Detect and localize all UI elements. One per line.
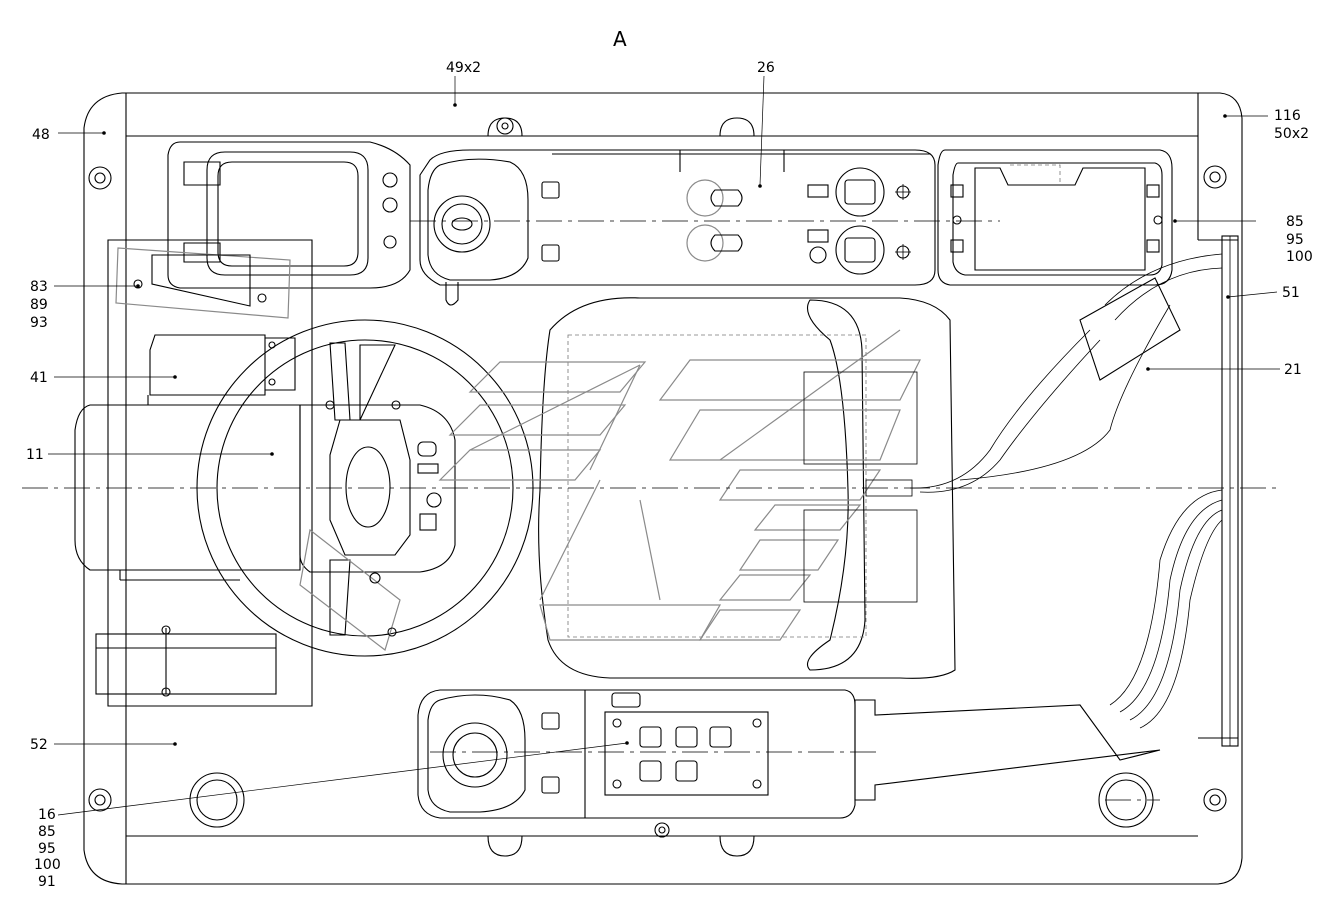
callout-100-right: 100 — [1286, 249, 1313, 265]
callout-labels: 49x2 26 48 116 50x2 85 95 100 51 21 83 8… — [26, 60, 1313, 890]
callout-49x2: 49x2 — [446, 60, 481, 76]
callout-52: 52 — [30, 737, 48, 753]
center-lines — [22, 220, 1280, 801]
seat-area — [438, 297, 956, 679]
steering-wheel — [74, 319, 534, 657]
callout-83: 83 — [30, 279, 48, 295]
view-title: A — [613, 27, 627, 51]
callout-93: 93 — [30, 315, 48, 331]
callout-26: 26 — [757, 60, 775, 76]
callout-116: 116 — [1274, 108, 1301, 124]
left-bracket-plate — [95, 239, 313, 707]
callout-48: 48 — [32, 127, 50, 143]
callout-51: 51 — [1282, 285, 1300, 301]
bottom-console — [417, 689, 856, 819]
callout-41: 41 — [30, 370, 48, 386]
callout-85-bottom: 85 — [38, 824, 56, 840]
callout-50x2: 50x2 — [1274, 126, 1309, 142]
storage-compartment — [937, 149, 1173, 286]
panel-outline — [83, 92, 1243, 885]
callout-100-bottom: 100 — [34, 857, 61, 873]
cable-harness — [854, 235, 1239, 801]
callout-16: 16 — [38, 807, 56, 823]
corner-bolts — [88, 117, 1227, 838]
callout-11: 11 — [26, 447, 44, 463]
callout-89: 89 — [30, 297, 48, 313]
top-console — [167, 141, 936, 306]
leader-lines — [48, 75, 1280, 816]
callout-21: 21 — [1284, 362, 1302, 378]
callout-95-bottom: 95 — [38, 841, 56, 857]
callout-91: 91 — [38, 874, 56, 890]
callout-95-right: 95 — [1286, 232, 1304, 248]
callout-85-right: 85 — [1286, 214, 1304, 230]
